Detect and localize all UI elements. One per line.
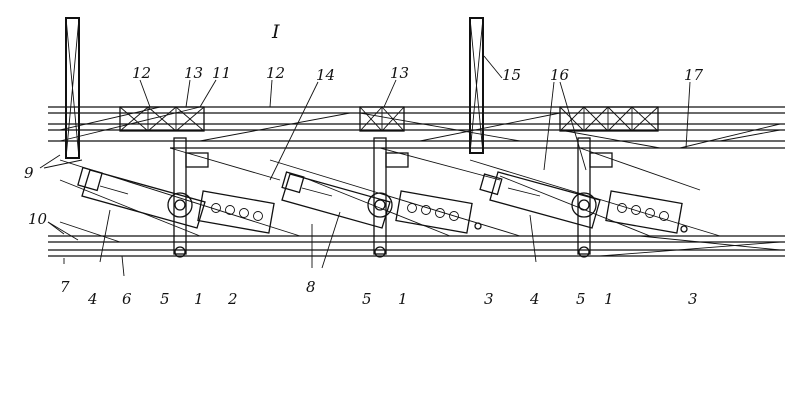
label-4-right: 4 — [529, 290, 540, 308]
label-1-left: 1 — [194, 290, 204, 308]
label-2: 2 — [227, 290, 238, 308]
label-5-right: 5 — [576, 290, 586, 308]
label-16: 16 — [550, 66, 570, 84]
marker-3b — [680, 225, 688, 233]
label-10: 10 — [28, 210, 48, 228]
label-11: 11 — [212, 64, 231, 82]
label-17: 17 — [684, 66, 704, 84]
label-7: 7 — [60, 278, 70, 296]
car-1 — [197, 190, 275, 234]
label-12-left: 12 — [132, 64, 151, 82]
lower-tracks — [48, 235, 785, 257]
column-1 — [167, 137, 209, 258]
label-14: 14 — [316, 66, 335, 84]
marker-3a — [474, 222, 482, 230]
car-2 — [395, 190, 473, 234]
label-13-left: 13 — [184, 64, 203, 82]
switch-group-left — [119, 106, 205, 132]
label-1-middle: 1 — [398, 290, 408, 308]
label-9: 9 — [24, 164, 34, 182]
wagon-1 — [77, 166, 206, 229]
signal-post-right — [469, 17, 484, 154]
switch-group-middle — [359, 106, 405, 132]
upper-tracks — [48, 106, 785, 149]
label-5-middle: 5 — [362, 290, 372, 308]
car-3 — [605, 190, 683, 234]
inclined-tracks — [59, 147, 721, 243]
signal-post-left — [65, 17, 80, 159]
label-8: 8 — [306, 278, 316, 296]
label-3-right: 3 — [688, 290, 698, 308]
label-5-left: 5 — [160, 290, 170, 308]
label-12-right: 12 — [266, 64, 285, 82]
switch-group-right — [559, 106, 659, 132]
column-3 — [571, 137, 613, 258]
label-3-left: 3 — [484, 290, 494, 308]
diagram-title: I — [271, 21, 280, 43]
wagon-2 — [281, 171, 391, 229]
column-2 — [367, 137, 409, 258]
leader-lines — [39, 55, 691, 277]
wagon-3 — [479, 171, 601, 229]
label-4-left: 4 — [87, 290, 98, 308]
label-15: 15 — [502, 66, 521, 84]
label-6: 6 — [122, 290, 132, 308]
label-13-right: 13 — [390, 64, 409, 82]
label-1-right: 1 — [604, 290, 614, 308]
